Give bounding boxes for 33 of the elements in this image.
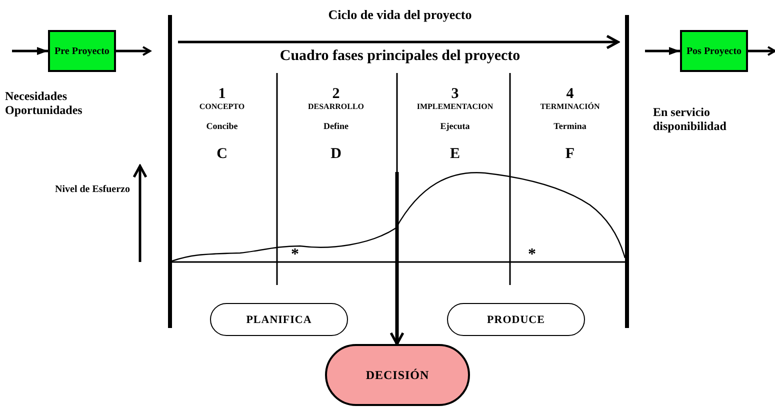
phase-number: 1 (217, 86, 227, 104)
phase-verb: Define (322, 121, 350, 132)
terminal-pill: PRODUCE (447, 303, 585, 336)
phase-name: DESARROLLO (306, 102, 365, 112)
terminal-pill: PLANIFICA (210, 303, 348, 336)
asterisk-mark: * (290, 246, 300, 264)
phase-letter: F (564, 146, 576, 164)
phase-letter: C (216, 146, 228, 164)
heading: Cuadro fases principales del proyecto (278, 48, 522, 66)
note-text: Necesidades Oportunidades (5, 90, 84, 118)
process-box: Pre Proyecto (48, 30, 116, 72)
arrow (116, 46, 151, 56)
phase-letter: E (448, 146, 461, 164)
axis-label: Nivel de Esfuerzo (55, 184, 131, 196)
phase-verb: Ejecuta (439, 121, 471, 132)
phase-name: TERMINACIÓN (539, 102, 601, 112)
process-box: Pos Proyecto (680, 30, 748, 72)
phase-name: IMPLEMENTACION (416, 102, 494, 112)
phase-verb: Concibe (205, 121, 239, 132)
arrow (748, 46, 775, 56)
phase-name: CONCEPTO (198, 102, 246, 112)
decision-pill: DECISIÓN (325, 344, 470, 406)
phase-number: 3 (450, 86, 460, 104)
arrow (390, 242, 404, 346)
phase-number: 4 (565, 86, 575, 102)
phase-verb: Termina (552, 121, 588, 132)
arrow (12, 47, 48, 55)
arrow (645, 47, 680, 55)
note-text: En servicio disponibilidad (653, 106, 728, 134)
heading: Ciclo de vida del proyecto (327, 8, 473, 23)
phase-number: 2 (331, 86, 341, 104)
phase-letter: D (330, 146, 342, 164)
asterisk-mark: * (527, 246, 537, 264)
